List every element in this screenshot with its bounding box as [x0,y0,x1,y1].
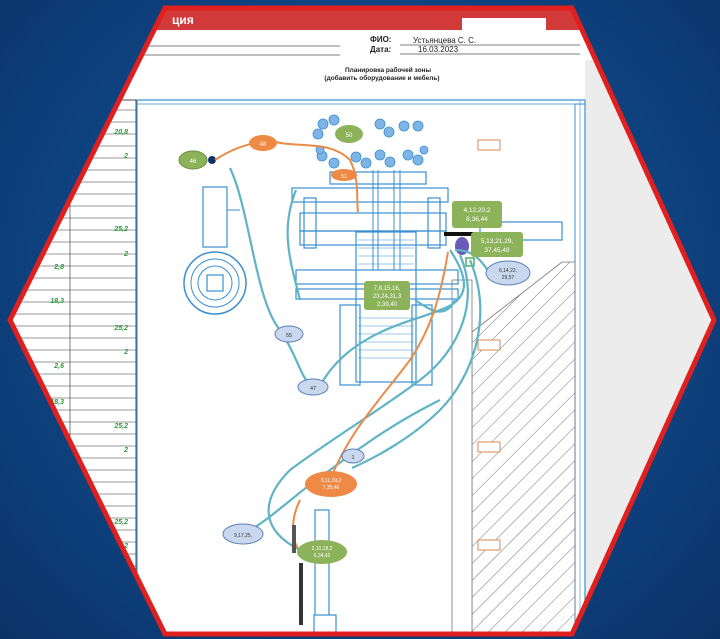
fio-label: ФИО: [370,35,391,44]
svg-text:55: 55 [286,333,292,339]
svg-text:8,36,44: 8,36,44 [466,216,488,223]
bubble-orange-top: 48 [249,135,277,151]
table-cell-value: 25,2 [113,325,128,332]
chair-group-icon [312,114,429,169]
table-cell-value: 2 [123,153,128,160]
svg-text:4,12,20,2: 4,12,20,2 [463,207,490,214]
bubble-green-right-top: 4,12,20,2 8,36,44 [452,201,502,228]
bottom-door [314,509,330,634]
svg-text:2,10,18,2: 2,10,18,2 [312,546,333,552]
plan-title-line1: Планировка рабочей зоны [345,66,432,74]
date-label: Дата: [370,45,391,54]
svg-text:48: 48 [260,142,267,148]
bubble-blue-small: 1 [341,448,365,464]
svg-text:47: 47 [310,386,316,392]
svg-text:1: 1 [351,455,354,461]
svg-text:6,14,22,: 6,14,22, [499,268,517,274]
date-value: 16.03.2023 [418,45,459,54]
bubble-green-bottom: 2,10,18,2 6,34,42 [297,540,347,564]
svg-text:23,24,31,3: 23,24,31,3 [373,294,402,300]
svg-text:29,57: 29,57 [502,275,515,281]
hexagon-frame [7,5,717,637]
bubble-green-right-mid: 5,13,21,29, 37,45,48 [471,232,523,257]
bubble-orange-mid: 51 [331,169,357,181]
table-cell-value: 2 [123,251,128,258]
svg-text:50: 50 [346,133,353,139]
svg-text:7,35,46: 7,35,46 [323,485,340,491]
table-cell-value: 25,2 [113,423,128,430]
bubble-orange-lower: 3,11,19,2 7,35,46 [305,471,357,497]
table-cell-value: 18,3 [50,298,64,305]
table-cell-value: 18,3 [50,399,64,406]
svg-text:7,8,15,16,: 7,8,15,16, [374,286,401,292]
bubble-green-center: 7,8,15,16, 23,24,31,3 2,39,40 [364,281,410,310]
table-cell-value: 25,2 [113,226,128,233]
svg-text:3,11,19,2: 3,11,19,2 [321,478,342,484]
plan-title-line2: (добавить оборудование и мебель) [324,74,439,82]
table-cell-value: 20,8 [113,129,128,136]
stairs [358,239,414,359]
bubble-green-left: 46 [178,150,208,170]
bubble-blue-bottom-left: 9,17,25, [222,523,264,545]
table-cell-value: 2 [123,349,128,356]
svg-text:6,34,42: 6,34,42 [314,553,331,559]
svg-text:51: 51 [341,174,347,180]
title-fragment: ция [172,13,194,27]
bubble-blue-left-mid: 55 [274,325,304,343]
table-cell-value: 25,2 [113,519,128,526]
cabinet [202,186,228,248]
fio-value: Устьянцева С. С. [413,36,476,45]
bottom-black-bar [299,563,303,625]
svg-text:46: 46 [190,159,197,165]
table-cell-value: 2 [123,447,128,454]
bubble-blue-lower: 47 [297,378,329,396]
table-cell-value: 2,6 [53,363,64,370]
bubble-green-top: 50 [335,125,363,143]
svg-text:37,45,48: 37,45,48 [484,247,510,254]
table-cell-value: 2 [123,543,128,550]
table-cell-value: 2,8 [53,264,64,271]
black-bar [444,232,478,236]
round-rug-icon [183,251,247,315]
svg-text:9,17,25,: 9,17,25, [234,533,252,539]
svg-text:5,13,21,29,: 5,13,21,29, [481,238,514,245]
svg-text:2,39,40: 2,39,40 [377,302,398,308]
bubble-blue-right: 6,14,22, 29,57 [485,260,531,286]
left-data-table: 20,8 2 25,2 2 2,8 18,3 25,2 2 2,6 18,3 25,2 2 25,2 2 [10,99,137,634]
